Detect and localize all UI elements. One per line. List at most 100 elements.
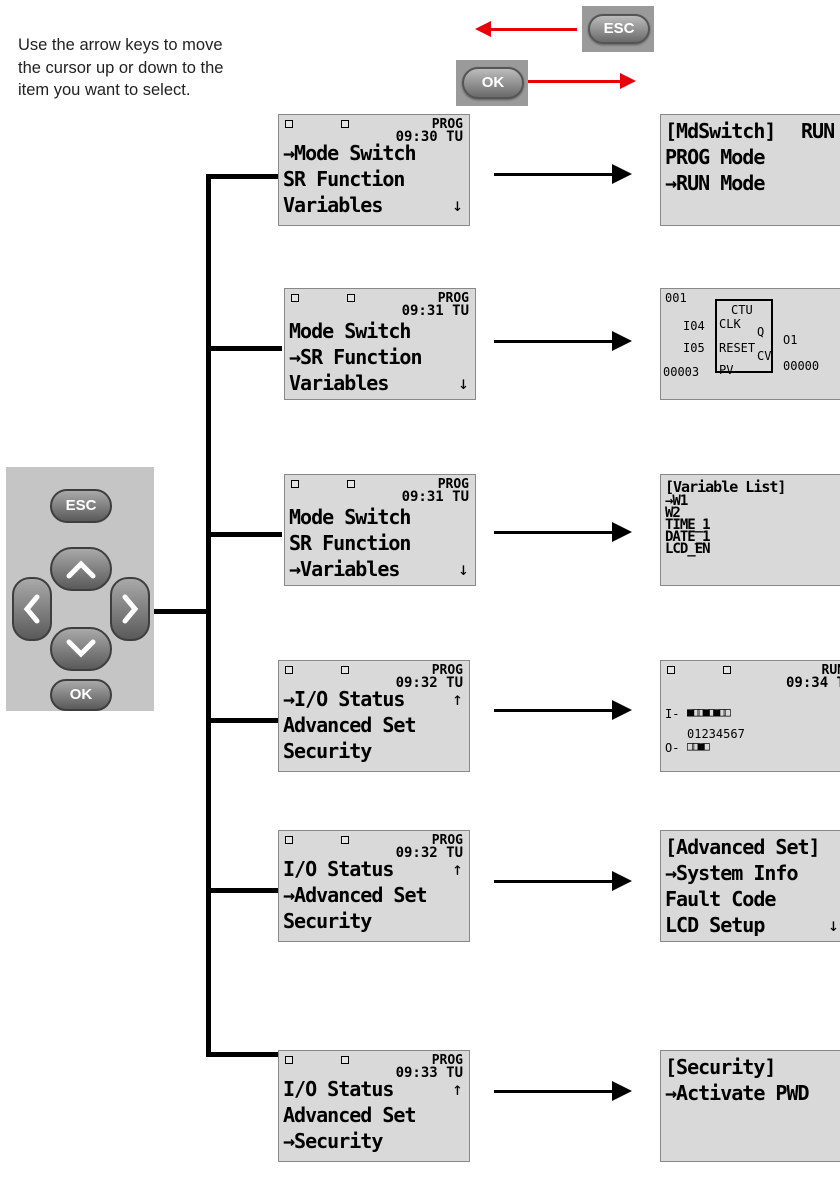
screen-title: [Advanced Set] bbox=[665, 835, 821, 859]
ok-button[interactable]: OK bbox=[462, 67, 524, 99]
variable-item: LCD_EN bbox=[665, 541, 711, 557]
lcd-screen-advanced-set: PROG 09:32 TU I/O Status →Advanced Set S… bbox=[278, 830, 470, 942]
output-label: O- bbox=[665, 741, 680, 755]
transition-arrow bbox=[494, 331, 632, 351]
transition-arrow bbox=[494, 871, 632, 891]
time-label: 09:33 TU bbox=[395, 1065, 463, 1081]
left-key[interactable] bbox=[12, 577, 52, 641]
time-label: 09:32 TU bbox=[395, 845, 463, 861]
input-bits: ■□□■□■□□ bbox=[687, 705, 731, 719]
pin-label: PV bbox=[719, 363, 734, 377]
scroll-down-icon: ↓ bbox=[458, 559, 469, 580]
right-key[interactable] bbox=[110, 577, 150, 641]
output-value: O1 bbox=[783, 333, 798, 347]
menu-item: Advanced Set bbox=[283, 713, 416, 737]
block-number: 001 bbox=[665, 291, 687, 305]
run-badge: RUN bbox=[801, 119, 835, 143]
menu-item: PROG Mode bbox=[665, 145, 765, 169]
menu-item: →Activate PWD bbox=[665, 1081, 810, 1105]
menu-item: →RUN Mode bbox=[665, 171, 765, 195]
mode-label: PROG bbox=[437, 291, 469, 306]
chevron-left-icon bbox=[23, 594, 40, 624]
menu-item: →Mode Switch bbox=[283, 141, 416, 165]
menu-item: →I/O Status bbox=[283, 687, 405, 711]
screen-title: [MdSwitch] bbox=[665, 119, 776, 143]
mode-label: PROG bbox=[431, 1053, 463, 1068]
menu-item: →System Info bbox=[665, 861, 798, 885]
up-key[interactable] bbox=[50, 547, 112, 591]
mode-label: RUN bbox=[821, 663, 840, 678]
menu-item: Mode Switch bbox=[289, 505, 411, 529]
mode-label: PROG bbox=[431, 663, 463, 678]
lcd-screen-mode-switch: PROG 09:30 TU →Mode Switch SR Function V… bbox=[278, 114, 470, 226]
transition-arrow bbox=[494, 700, 632, 720]
menu-item: Security bbox=[283, 739, 372, 763]
esc-button[interactable]: ESC bbox=[588, 14, 650, 44]
block-type: CTU bbox=[731, 303, 753, 317]
forward-arrow bbox=[528, 73, 636, 89]
variable-item: DATE_1 bbox=[665, 529, 711, 545]
variable-item: →W1 bbox=[665, 493, 688, 509]
keypad: ESC OK bbox=[6, 467, 154, 711]
time-label: 09:34 T bbox=[785, 675, 840, 691]
screen-title: [Security] bbox=[665, 1055, 776, 1079]
scroll-up-icon: ↑ bbox=[452, 689, 463, 710]
time-label: 09:31 TU bbox=[401, 303, 469, 319]
menu-item: SR Function bbox=[289, 531, 411, 555]
menu-item: I/O Status bbox=[283, 1077, 394, 1101]
scroll-up-icon: ↑ bbox=[452, 1079, 463, 1100]
tree-trunk bbox=[206, 176, 211, 1056]
input-label: I04 bbox=[683, 319, 705, 333]
menu-item: Mode Switch bbox=[289, 319, 411, 343]
menu-item: Security bbox=[283, 909, 372, 933]
transition-arrow bbox=[494, 1081, 632, 1101]
mode-label: PROG bbox=[431, 117, 463, 132]
bit-index: 01234567 bbox=[687, 727, 745, 741]
menu-item: Fault Code bbox=[665, 887, 776, 911]
output-value: 00000 bbox=[783, 359, 820, 373]
time-label: 09:31 TU bbox=[401, 489, 469, 505]
lcd-screen-security-menu: [Security] →Activate PWD bbox=[660, 1050, 840, 1162]
lcd-screen-io-status: PROG 09:32 TU →I/O Status Advanced Set S… bbox=[278, 660, 470, 772]
menu-item: LCD Setup bbox=[665, 913, 765, 937]
esc-key[interactable]: ESC bbox=[50, 489, 112, 523]
scroll-down-icon: ↓ bbox=[458, 373, 469, 394]
down-key[interactable] bbox=[50, 627, 112, 671]
screen-title: [Variable List] bbox=[665, 478, 786, 496]
input-label: I- bbox=[665, 707, 680, 721]
ctu-block bbox=[715, 299, 773, 373]
pin-label: RESET bbox=[719, 341, 756, 355]
branch-4 bbox=[206, 718, 282, 723]
lcd-screen-advanced-menu: [Advanced Set] →System Info Fault Code L… bbox=[660, 830, 840, 942]
branch-5 bbox=[206, 888, 282, 893]
branch-6 bbox=[206, 1052, 282, 1057]
menu-item: →Variables bbox=[289, 557, 400, 581]
branch-2 bbox=[206, 346, 282, 351]
mode-label: PROG bbox=[431, 833, 463, 848]
variable-item: W2 bbox=[665, 505, 681, 521]
time-label: 09:32 TU bbox=[395, 675, 463, 691]
transition-arrow bbox=[494, 164, 632, 184]
lcd-screen-sr-function: PROG 09:31 TU Mode Switch →SR Function V… bbox=[284, 288, 476, 400]
scroll-up-icon: ↑ bbox=[452, 859, 463, 880]
chevron-up-icon bbox=[66, 560, 96, 579]
lcd-screen-variables: PROG 09:31 TU Mode Switch SR Function →V… bbox=[284, 474, 476, 586]
ok-key[interactable]: OK bbox=[50, 679, 112, 711]
branch-1 bbox=[206, 174, 278, 179]
menu-item: →Security bbox=[283, 1129, 383, 1153]
menu-item: →SR Function bbox=[289, 345, 422, 369]
time-label: 09:30 TU bbox=[395, 129, 463, 145]
lcd-screen-io-bits: RUN 09:34 T I- ■□□■□■□□ 01234567 O- □□■□ bbox=[660, 660, 840, 772]
menu-item: →Advanced Set bbox=[283, 883, 428, 907]
lcd-screen-security: PROG 09:33 TU I/O Status Advanced Set →S… bbox=[278, 1050, 470, 1162]
lcd-screen-ctu-block: 001 CTU I04 I05 00003 CLK RESET PV Q CV … bbox=[660, 288, 840, 400]
lcd-screen-mdswitch: [MdSwitch] RUN PROG Mode →RUN Mode bbox=[660, 114, 840, 226]
output-bits: □□■□ bbox=[687, 739, 710, 753]
menu-item: SR Function bbox=[283, 167, 405, 191]
scroll-down-icon: ↓ bbox=[452, 195, 463, 216]
menu-item: Variables bbox=[283, 193, 383, 217]
pin-label: CLK bbox=[719, 317, 741, 331]
scroll-down-icon: ↓ bbox=[828, 915, 839, 936]
back-arrow bbox=[475, 21, 577, 37]
menu-item: I/O Status bbox=[283, 857, 394, 881]
